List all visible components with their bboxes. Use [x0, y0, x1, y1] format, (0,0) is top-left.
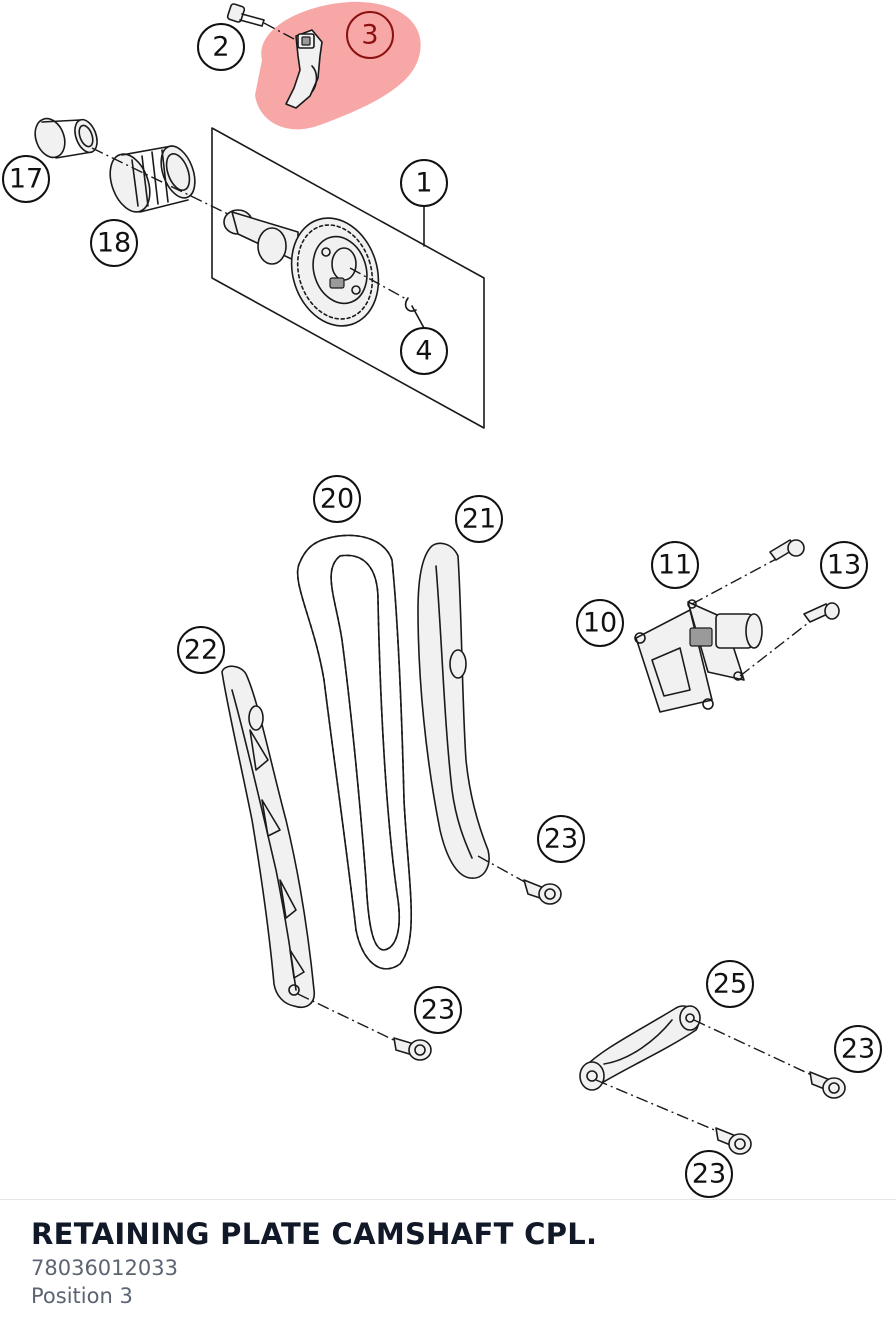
axis-line-clip: [349, 267, 409, 301]
part-2-screw[interactable]: [226, 3, 297, 41]
axis-line-13: [739, 619, 813, 677]
part-info-panel: RETAINING PLATE CAMSHAFT CPL. 7803601203…: [31, 1214, 876, 1310]
part-25-bearing-bridge[interactable]: [579, 1005, 701, 1091]
callout-25[interactable]: 25: [706, 960, 754, 1008]
part-13-bolt[interactable]: [803, 602, 840, 623]
callout-label: 13: [827, 550, 861, 581]
axis-line-bearings: [91, 147, 231, 216]
exploded-parts-diagram: 2 3 1 17 18 4 20 21 11 13 10 22: [2, 1, 882, 1198]
callout-11[interactable]: 11: [651, 541, 699, 589]
part-number: 78036012033: [31, 1256, 178, 1280]
part-position: Position 3: [31, 1284, 133, 1308]
callout-22[interactable]: 22: [177, 626, 225, 674]
callout-17[interactable]: 17: [2, 155, 50, 203]
part-23d-bolt[interactable]: [715, 1127, 752, 1155]
axis-line-23a: [477, 855, 533, 887]
callout-18[interactable]: 18: [90, 219, 138, 267]
callout-10[interactable]: 10: [576, 599, 624, 647]
highlight-blob: [255, 1, 421, 130]
callout-2[interactable]: 2: [197, 23, 245, 71]
part-1-camshaft-assembly[interactable]: [211, 127, 485, 429]
callout-1[interactable]: 1: [400, 159, 448, 207]
callout-label: 11: [658, 550, 692, 581]
callout-label: 23: [421, 995, 455, 1026]
callout-label: 20: [320, 484, 354, 515]
part-17-needle-bearing[interactable]: [30, 114, 101, 161]
callout-label: 17: [9, 164, 43, 195]
callout-label: 22: [184, 635, 218, 666]
part-title: RETAINING PLATE CAMSHAFT CPL.: [31, 1217, 598, 1251]
callout-label: 18: [97, 228, 131, 259]
part-23c-bolt[interactable]: [809, 1071, 846, 1099]
part-23a-bolt[interactable]: [523, 879, 562, 905]
callout-label: 1: [415, 168, 432, 199]
part-21-tensioner-rail[interactable]: [417, 542, 490, 879]
part-22-guide-rail[interactable]: [221, 665, 316, 1008]
callout-label: 23: [692, 1159, 726, 1190]
callout-4[interactable]: 4: [400, 327, 448, 375]
part-18-ball-bearing[interactable]: [103, 141, 202, 217]
callout-20[interactable]: 20: [313, 475, 361, 523]
axis-line-23c: [693, 1019, 819, 1079]
callout-3[interactable]: 3: [346, 11, 394, 59]
axis-line-23d: [595, 1079, 725, 1135]
leader-4: [411, 305, 425, 329]
callout-23c[interactable]: 23: [834, 1025, 882, 1073]
part-20-timing-chain[interactable]: [296, 534, 413, 970]
footer-divider: [0, 1199, 896, 1200]
callout-label: 21: [462, 504, 496, 535]
callout-label: 4: [415, 336, 432, 367]
callout-13[interactable]: 13: [820, 541, 868, 589]
callout-label: 23: [544, 824, 578, 855]
callout-label: 2: [212, 32, 229, 63]
part-11-tensioner-housing[interactable]: [687, 599, 763, 681]
part-3-retaining-plate[interactable]: [285, 29, 323, 109]
callout-23a[interactable]: 23: [537, 815, 585, 863]
callout-label: 3: [361, 20, 378, 51]
callout-label: 23: [841, 1034, 875, 1065]
callout-label: 25: [713, 969, 747, 1000]
axis-line-11: [691, 557, 779, 605]
part-11-bolt[interactable]: [769, 539, 805, 561]
callout-23b[interactable]: 23: [414, 986, 462, 1034]
callout-label: 10: [583, 608, 617, 639]
part-23b-bolt[interactable]: [393, 1037, 432, 1061]
axis-line-23b: [297, 993, 403, 1045]
callout-21[interactable]: 21: [455, 495, 503, 543]
callout-23d[interactable]: 23: [685, 1150, 733, 1198]
